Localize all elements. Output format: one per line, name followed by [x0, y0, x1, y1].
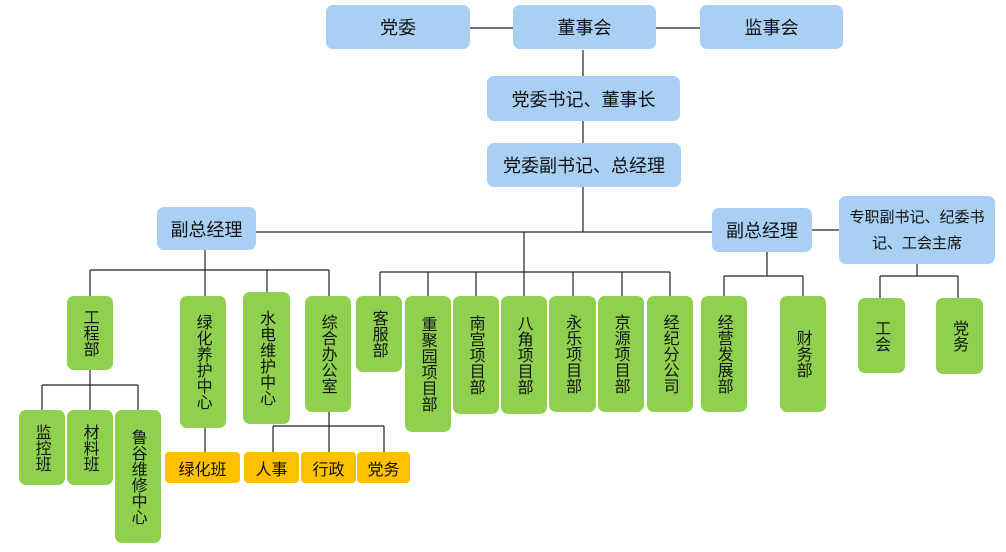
- admin-box: 行政: [301, 452, 356, 483]
- general-manager-box: 党委副书记、总经理: [487, 143, 681, 187]
- finance-dept-box: 财务部: [780, 296, 826, 412]
- business-dev-dept-box: 经营发展部: [701, 296, 747, 412]
- monitoring-team-box: 监控班: [19, 410, 65, 485]
- general-office-box: 综合办公室: [305, 296, 351, 412]
- union-box: 工会: [858, 298, 905, 373]
- greening-team-box: 绿化班: [165, 452, 240, 483]
- deputy-gm-left-box: 副总经理: [157, 207, 256, 250]
- hr-box: 人事: [244, 452, 299, 483]
- lugu-repair-center-box: 鲁谷维修中心: [115, 410, 161, 543]
- nangong-project-box: 南宫项目部: [453, 296, 499, 414]
- utility-center-box: 水电维护中心: [243, 292, 290, 424]
- deputy-secretary-box: 专职副书记、纪委书记、工会主席: [839, 196, 995, 264]
- guest-service-box: 客服部: [356, 296, 402, 372]
- jingyuan-project-box: 京源项目部: [598, 296, 644, 412]
- greening-center-box: 绿化养护中心: [180, 296, 226, 428]
- economic-branch-box: 经纪分公司: [647, 296, 693, 412]
- materials-team-box: 材料班: [67, 410, 113, 485]
- board-of-directors-box: 董事会: [513, 5, 656, 49]
- party-affairs-box: 党务: [936, 298, 983, 374]
- bajiao-project-box: 八角项目部: [501, 296, 547, 414]
- chairman-box: 党委书记、董事长: [487, 76, 680, 121]
- party-committee-box: 党委: [326, 5, 470, 49]
- engineering-dept-box: 工程部: [67, 296, 113, 370]
- office-party-affairs-box: 党务: [357, 452, 410, 483]
- yongle-project-box: 永乐项目部: [549, 296, 596, 412]
- supervisory-board-box: 监事会: [700, 5, 843, 49]
- deputy-gm-right-box: 副总经理: [712, 208, 812, 252]
- chongjuyuan-project-box: 重聚园项目部: [405, 296, 451, 432]
